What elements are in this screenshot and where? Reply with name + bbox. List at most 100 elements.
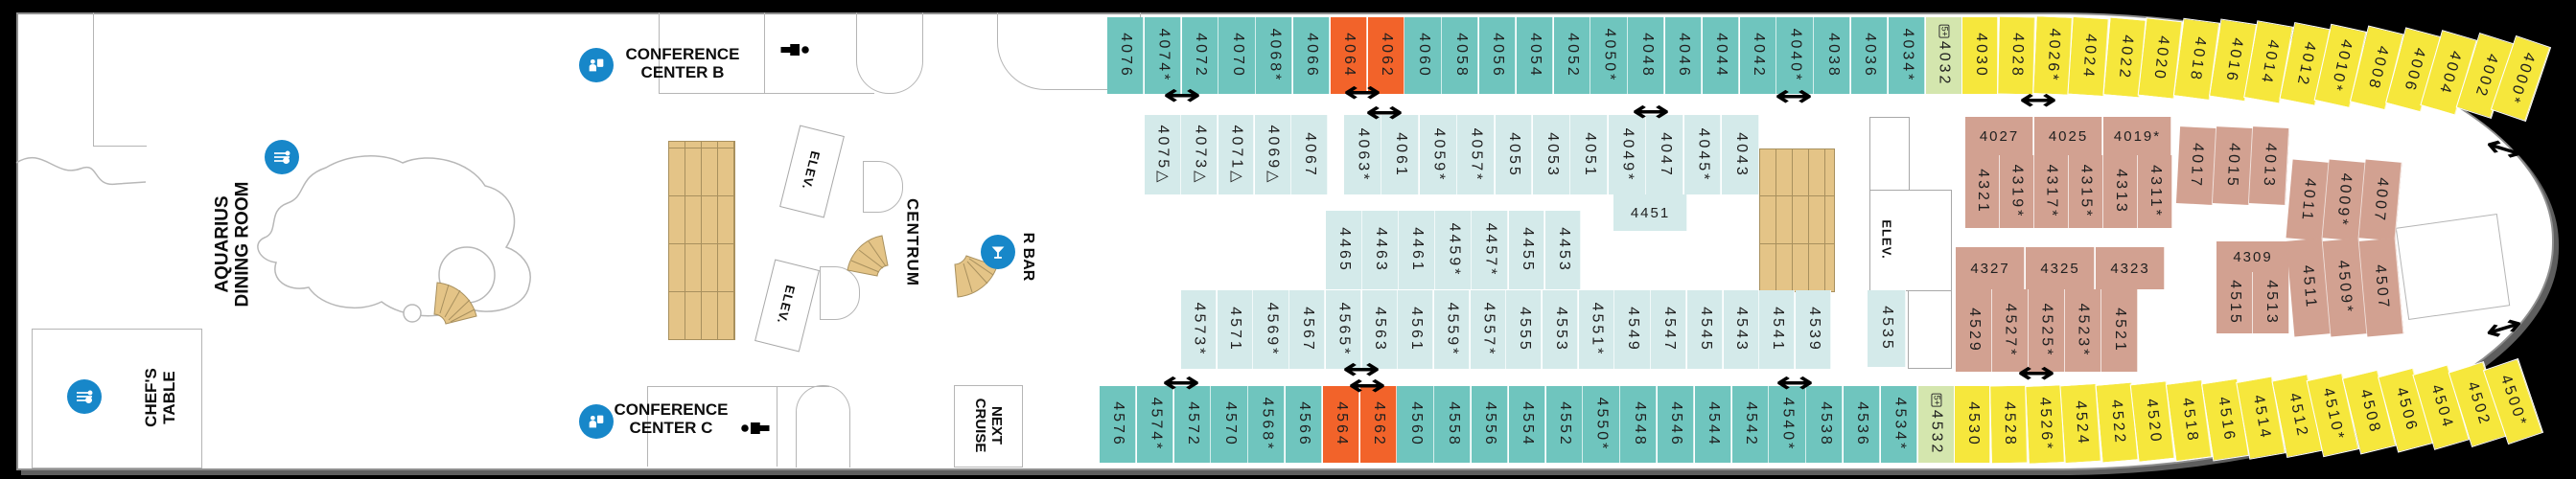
cabin-4049[interactable]: 4049* (1608, 115, 1646, 194)
cabin-4465[interactable]: 4465 (1326, 211, 1362, 289)
cabin-4463[interactable]: 4463 (1362, 211, 1399, 289)
cabin-4321[interactable]: 4321 (1965, 155, 2000, 228)
cabin-4559[interactable]: 4559* (1433, 290, 1471, 369)
cabin-4524[interactable]: 4524 (2059, 382, 2102, 465)
cabin-4043[interactable]: 4043 (1722, 115, 1759, 194)
cabin-4564[interactable]: 4564 (1322, 386, 1360, 463)
cabin-4547[interactable]: 4547 (1651, 290, 1687, 369)
cabin-4025[interactable]: 4025 (2034, 117, 2102, 155)
cabin-4058[interactable]: 4058 (1442, 17, 1479, 94)
cabin-4562[interactable]: 4562 (1359, 386, 1397, 463)
cabin-4536[interactable]: 4536 (1844, 386, 1881, 463)
cabin-4543[interactable]: 4543 (1723, 290, 1759, 369)
cabin-4576[interactable]: 4576 (1100, 386, 1137, 463)
cabin-4034[interactable]: 4034* (1888, 17, 1926, 94)
cabin-4044[interactable]: 4044 (1702, 17, 1740, 94)
cabin-4027[interactable]: 4027 (1965, 117, 2033, 155)
cabin-4056[interactable]: 4056 (1479, 17, 1517, 94)
cabin-4544[interactable]: 4544 (1694, 386, 1732, 463)
cabin-4528[interactable]: 4528 (1989, 384, 2030, 465)
cabin-4015[interactable]: 4015 (2212, 126, 2253, 205)
cabin-4569[interactable]: 4569* (1253, 290, 1289, 369)
cabin-4555[interactable]: 4555 (1506, 290, 1543, 369)
cabin-4554[interactable]: 4554 (1508, 386, 1546, 463)
cabin-4557[interactable]: 4557* (1470, 290, 1506, 369)
cabin-4323[interactable]: 4323 (2096, 247, 2165, 289)
cabin-4052[interactable]: 4052 (1553, 17, 1590, 94)
cabin-4013[interactable]: 4013 (2248, 126, 2289, 205)
cabin-4541[interactable]: 4541 (1759, 290, 1796, 369)
cabin-4558[interactable]: 4558 (1434, 386, 1472, 463)
cabin-4317[interactable]: 4317* (2034, 155, 2069, 228)
cabin-4523[interactable]: 4523* (2065, 289, 2101, 372)
cabin-4570[interactable]: 4570 (1211, 386, 1248, 463)
cabin-4459[interactable]: 4459* (1435, 211, 1472, 289)
cabin-4530[interactable]: 4530 (1954, 385, 1992, 464)
cabin-4451[interactable]: 4451 (1613, 194, 1687, 231)
cabin-4051[interactable]: 4051 (1570, 115, 1609, 194)
cabin-4540[interactable]: 4540* (1769, 386, 1806, 463)
cabin-4455[interactable]: 4455 (1508, 211, 1545, 289)
cabin-4551[interactable]: 4551* (1578, 290, 1614, 369)
cabin-4073[interactable]: 4073△ (1181, 115, 1218, 194)
cabin-4552[interactable]: 4552 (1545, 386, 1583, 463)
cabin-4556[interactable]: 4556 (1472, 386, 1509, 463)
cabin-4526[interactable]: 4526* (2024, 383, 2066, 465)
cabin-4071[interactable]: 4071△ (1218, 115, 1255, 194)
cabin-4007[interactable]: 4007 (2358, 159, 2402, 241)
cabin-4055[interactable]: 4055 (1495, 115, 1533, 194)
cabin-4566[interactable]: 4566 (1286, 386, 1323, 463)
cabin-4573[interactable]: 4573* (1181, 290, 1218, 369)
cabin-4313[interactable]: 4313 (2103, 155, 2138, 228)
cabin-4062[interactable]: 4062 (1367, 17, 1404, 94)
cabin-4032[interactable]: 5+4032 (1925, 17, 1962, 94)
cabin-4546[interactable]: 4546 (1658, 386, 1695, 463)
cabin-4545[interactable]: 4545 (1686, 290, 1723, 369)
cabin-4053[interactable]: 4053 (1533, 115, 1570, 194)
cabin-4061[interactable]: 4061 (1381, 115, 1420, 194)
cabin-4571[interactable]: 4571 (1217, 290, 1253, 369)
cabin-4513[interactable]: 4513 (2253, 272, 2289, 333)
cabin-4074[interactable]: 4074* (1144, 17, 1182, 94)
cabin-4054[interactable]: 4054 (1516, 17, 1554, 94)
cabin-4563[interactable]: 4563 (1361, 290, 1398, 369)
cabin-4045[interactable]: 4045* (1683, 115, 1722, 194)
cabin-4549[interactable]: 4549 (1614, 290, 1651, 369)
cabin-4050[interactable]: 4050* (1590, 17, 1628, 94)
cabin-4539[interactable]: 4539 (1795, 290, 1832, 369)
cabin-4515[interactable]: 4515 (2216, 272, 2253, 333)
cabin-4070[interactable]: 4070 (1218, 17, 1256, 94)
cabin-4024[interactable]: 4024 (2067, 15, 2110, 98)
cabin-4461[interactable]: 4461 (1399, 211, 1435, 289)
cabin-4457[interactable]: 4457* (1472, 211, 1508, 289)
cabin-4319[interactable]: 4319* (2000, 155, 2034, 228)
cabin-4538[interactable]: 4538 (1806, 386, 1844, 463)
cabin-4574[interactable]: 4574* (1136, 386, 1174, 463)
cabin-4325[interactable]: 4325 (2026, 247, 2095, 289)
cabin-4030[interactable]: 4030 (1961, 16, 2000, 95)
cabin-4042[interactable]: 4042 (1739, 17, 1776, 94)
cabin-4063[interactable]: 4063* (1344, 115, 1381, 194)
cabin-4072[interactable]: 4072 (1181, 17, 1218, 94)
cabin-4567[interactable]: 4567 (1289, 290, 1326, 369)
cabin-4565[interactable]: 4565* (1325, 290, 1361, 369)
cabin-4047[interactable]: 4047 (1646, 115, 1684, 194)
cabin-4550[interactable]: 4550* (1583, 386, 1620, 463)
cabin-4542[interactable]: 4542 (1731, 386, 1769, 463)
cabin-4019[interactable]: 4019* (2103, 117, 2171, 155)
cabin-4038[interactable]: 4038 (1814, 17, 1851, 94)
cabin-4521[interactable]: 4521 (2101, 289, 2138, 372)
cabin-4060[interactable]: 4060 (1404, 17, 1442, 94)
cabin-4532[interactable]: 5+4532 (1917, 386, 1955, 463)
cabin-4309[interactable]: 4309 (2216, 241, 2289, 272)
cabin-4553[interactable]: 4553 (1543, 290, 1579, 369)
cabin-4534[interactable]: 4534* (1880, 386, 1918, 463)
cabin-4568[interactable]: 4568* (1248, 386, 1286, 463)
cabin-4048[interactable]: 4048 (1628, 17, 1665, 94)
cabin-4057[interactable]: 4057* (1457, 115, 1496, 194)
cabin-4040[interactable]: 4040* (1776, 17, 1814, 94)
cabin-4068[interactable]: 4068* (1256, 17, 1293, 94)
cabin-4327[interactable]: 4327 (1956, 247, 2025, 289)
cabin-4527[interactable]: 4527* (1992, 289, 2029, 372)
cabin-4315[interactable]: 4315* (2069, 155, 2103, 228)
